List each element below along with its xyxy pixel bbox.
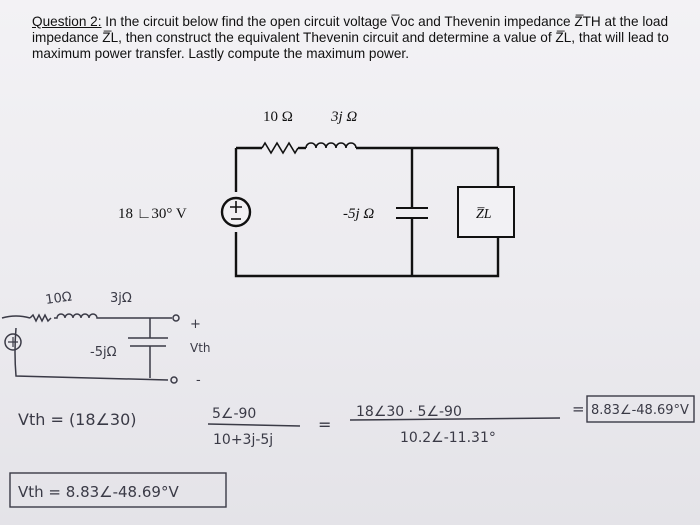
final-result-frame [9,472,227,508]
final-result: Vth = 8.83∠-48.69°V [18,483,179,501]
hand-wire-in [1,315,31,319]
handwritten-circuit [1,313,180,384]
inductor-label: 3j Ω [330,109,357,125]
boxed-result: 8.83∠-48.69°V [591,403,689,418]
eq-left: Vth = (18∠30) [18,410,136,429]
eq-sign: = [318,415,331,434]
load-box [457,186,515,238]
question-body: In the circuit below find the open circu… [32,14,669,61]
resistor-symbol [261,141,299,155]
load-label: Z̅L [476,207,492,222]
hand-source [4,333,22,351]
eq-sign2: = [572,400,585,418]
capacitor-label: -5j Ω [343,206,374,222]
source-label: 18 ∟30° V [118,206,187,222]
hand-terminal-bottom [170,376,178,384]
hand-cap-label: -5jΩ [90,345,117,360]
hand-terminal-top [172,314,180,322]
frac1-den: 10+3j-5j [213,432,273,448]
source-polarity [230,201,242,220]
hand-resistor-label: 10Ω [44,289,72,308]
frac1-num: 5∠-90 [212,406,256,422]
frac2-den: 10.2∠-11.31° [400,430,496,446]
hand-wire-bottom [14,327,169,381]
hand-cap-plates [128,337,168,347]
hand-vth-label: Vth [190,341,211,355]
frac2-bar [349,417,561,421]
hand-inductor [54,313,172,319]
question-text: Question 2: In the circuit below find th… [32,14,682,62]
question-label: Question 2: [32,14,102,29]
boxed-result-frame [586,395,695,423]
hand-resistor [29,313,52,323]
frac2-num: 18∠30 · 5∠-90 [356,404,462,420]
inductor-symbol [305,142,357,149]
hand-inductor-label: 3jΩ [110,291,132,306]
hand-plus: + [190,317,201,332]
hand-minus: - [196,373,201,388]
frac1-bar [207,423,301,427]
printed-circuit [220,141,515,278]
resistor-label: 10 Ω [263,109,293,125]
